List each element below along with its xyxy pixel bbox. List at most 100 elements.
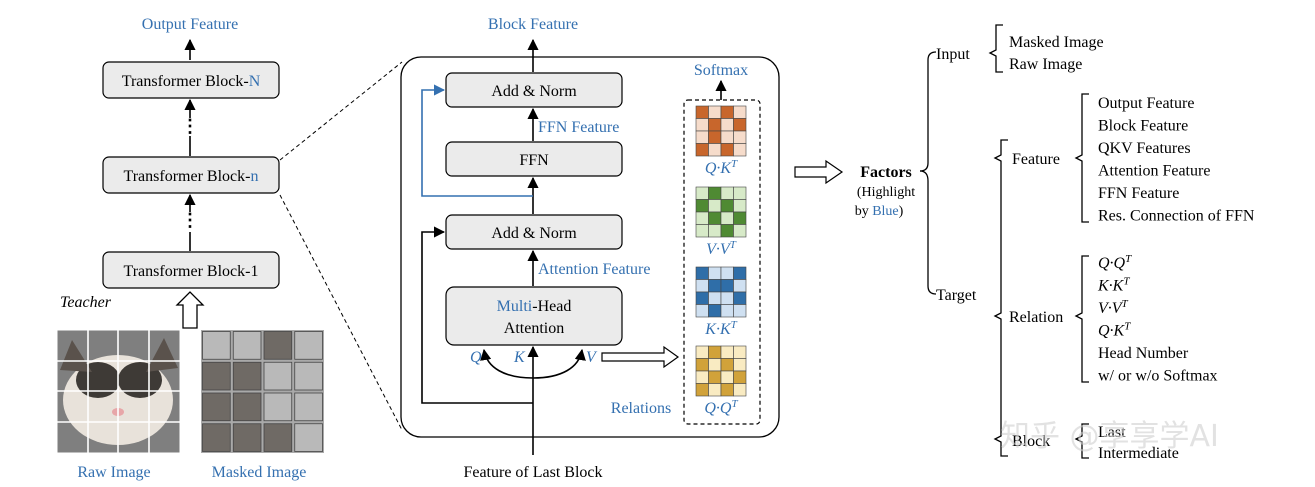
visible-patch: [202, 423, 231, 452]
ffn-feature-label: FFN Feature: [538, 119, 619, 136]
raw-image: [56, 329, 181, 454]
matrix-cell: [733, 383, 747, 397]
matrix-cell: [695, 143, 709, 157]
block-feature-label: Block Feature: [488, 16, 578, 33]
matrix-cell: [695, 383, 709, 397]
add-norm-bottom: [445, 214, 623, 250]
matrix-cell: [720, 130, 734, 144]
matrix-cell: [708, 130, 722, 144]
matrix-cell: [733, 370, 747, 384]
watermark: 知乎 @享享学AI: [1000, 419, 1219, 454]
block-item-intermediate: Intermediate: [1098, 445, 1179, 462]
masked-patch: [294, 331, 323, 360]
matrix-cell: [733, 186, 747, 200]
matrix-cell: [695, 118, 709, 132]
matrix-cell: [708, 211, 722, 225]
feature-item: Output Feature: [1098, 95, 1194, 112]
factors-title: Factors: [860, 164, 912, 181]
k-label: K: [513, 349, 526, 366]
mha-label-line1: Multi-Head: [497, 298, 572, 315]
matrix-label: V·VT: [706, 239, 737, 258]
q-branch: [480, 348, 534, 379]
matrix-cell: [733, 224, 747, 238]
matrix-cell: [695, 279, 709, 293]
matrix-cell: [720, 358, 734, 372]
matrix-cell: [720, 224, 734, 238]
ffn-residual-connection: [421, 84, 533, 197]
matrix-cell: [733, 130, 747, 144]
attention-residual-connection: [421, 226, 533, 404]
block-item-last: Last: [1098, 424, 1126, 441]
matrix-cell: [720, 105, 734, 119]
matrix-cell: [720, 199, 734, 213]
masked-image-label: Masked Image: [212, 464, 307, 481]
multi-head-attention: [445, 286, 623, 346]
matrix-label: Q·QT: [704, 398, 738, 417]
matrix-cell: [708, 358, 722, 372]
softmax-label: Softmax: [694, 62, 748, 79]
visible-patch: [202, 392, 231, 422]
masked-patch: [294, 392, 323, 422]
matrix-cell: [695, 358, 709, 372]
masked-patch: [294, 423, 323, 452]
zoom-line-top: [279, 61, 403, 161]
relation-item: Q·QT: [1098, 253, 1132, 272]
matrix-cell: [708, 199, 722, 213]
factors-subtitle-line2: by Blue): [855, 204, 904, 219]
target-label: Target: [936, 287, 977, 304]
transformer-block-n-label: Transformer Block-n: [124, 168, 259, 185]
block-detail-frame: [400, 56, 780, 438]
matrix-label: K·KT: [704, 319, 737, 338]
matrix-cell: [695, 211, 709, 225]
masked-patch: [294, 361, 323, 391]
matrix-cell: [733, 345, 747, 359]
matrix-cell: [695, 266, 709, 280]
matrix-cell: [708, 224, 722, 238]
matrix-cell: [720, 304, 734, 318]
hollow-right-arrow-relations: [601, 345, 680, 369]
v-label: V: [586, 349, 598, 366]
visible-patch: [232, 423, 262, 452]
feature-item: Block Feature: [1098, 118, 1188, 135]
teacher-label: Teacher: [60, 294, 112, 311]
feature-of-last-block-label: Feature of Last Block: [463, 464, 602, 481]
masked-patch: [263, 361, 293, 391]
zoom-line-bottom: [279, 194, 403, 431]
matrix-cell: [695, 130, 709, 144]
factors-subtitle-line1: (Highlight: [857, 185, 915, 200]
matrix-label: Q·KT: [705, 158, 738, 177]
transformer-block-N: [102, 61, 280, 99]
matrix-cell: [720, 143, 734, 157]
matrix-cell: [695, 291, 709, 305]
matrix-cell: [720, 345, 734, 359]
relation-item: w/ or w/o Softmax: [1098, 368, 1218, 385]
matrix-cell: [720, 211, 734, 225]
matrix-cell: [733, 211, 747, 225]
v-branch: [532, 348, 586, 379]
transformer-block-1: [102, 251, 280, 289]
hollow-right-arrow-factors: [794, 159, 844, 185]
matrix-cell: [695, 370, 709, 384]
output-feature-label: Output Feature: [142, 16, 238, 33]
feature-item: Attention Feature: [1098, 163, 1210, 180]
matrix-cell: [695, 105, 709, 119]
input-label: Input: [936, 46, 970, 63]
matrix-cell: [695, 345, 709, 359]
matrix-cell: [708, 304, 722, 318]
visible-patch: [232, 392, 262, 422]
feature-item: Res. Connection of FFN: [1098, 208, 1255, 225]
q-label: Q: [470, 349, 482, 366]
feature-item: FFN Feature: [1098, 185, 1179, 202]
matrix-cell: [720, 186, 734, 200]
matrix-cell: [695, 224, 709, 238]
matrix-cell: [708, 186, 722, 200]
masked-image: [201, 330, 324, 453]
visible-patch: [232, 361, 262, 391]
matrix-cell: [708, 279, 722, 293]
ffn-block: [445, 141, 623, 177]
add-norm-bottom-label: Add & Norm: [491, 225, 577, 242]
matrix-cell: [708, 370, 722, 384]
matrix-cell: [733, 118, 747, 132]
